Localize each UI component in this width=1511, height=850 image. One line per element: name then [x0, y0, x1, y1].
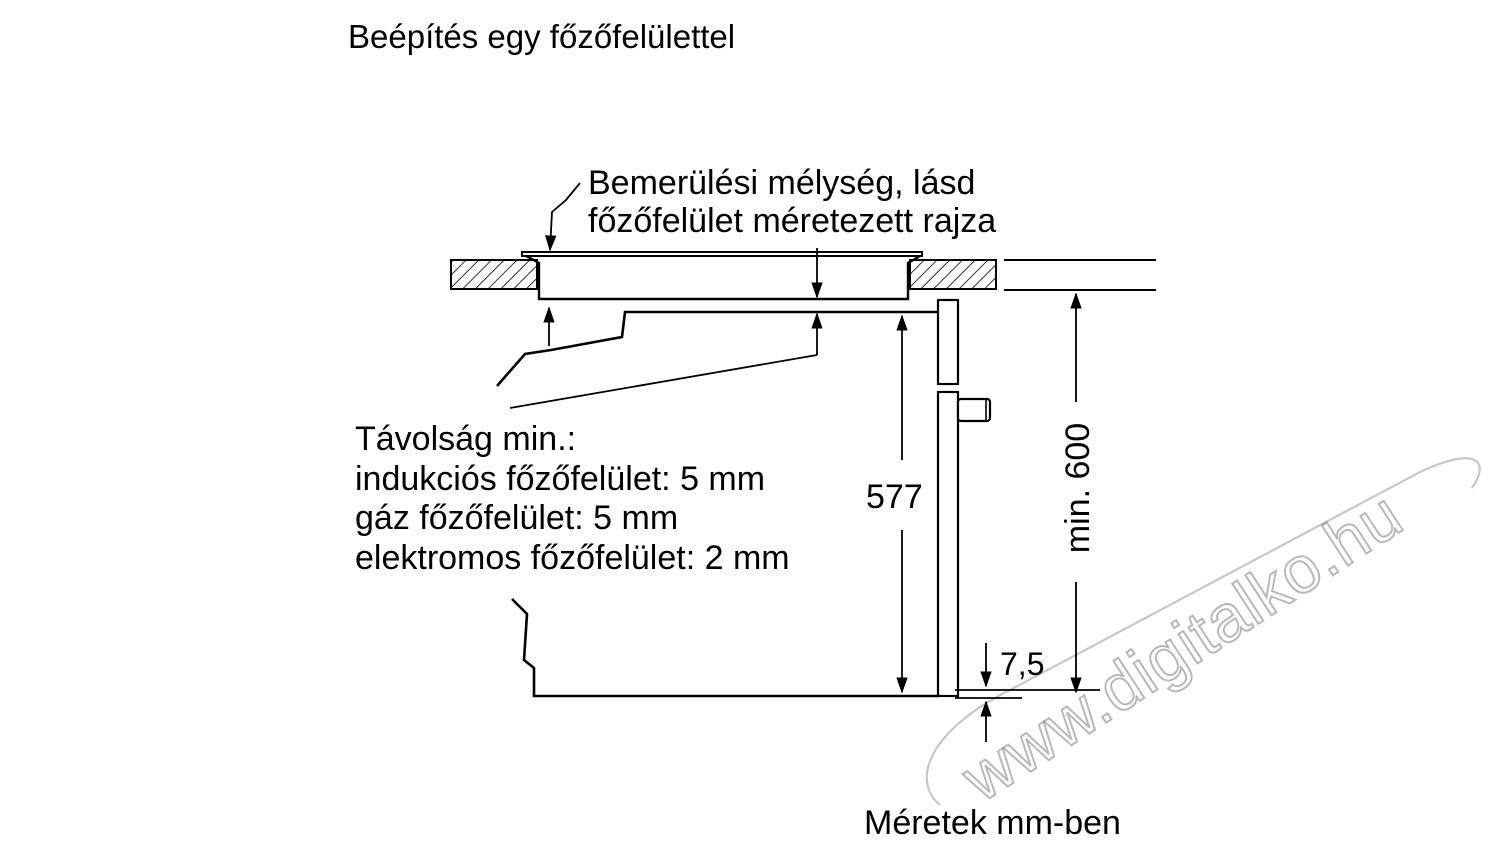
worktop-left — [450, 259, 538, 290]
depth-leader — [543, 182, 581, 346]
distance-callout-line-2: indukciós főzőfelület: 5 mm — [355, 459, 766, 498]
distance-callout-line-3: gáz főzőfelület: 5 mm — [355, 499, 679, 537]
niche-height-label: min. 600 — [1059, 422, 1097, 554]
depth-callout: Bemerülési mélység, lásd főzőfelület mér… — [588, 164, 996, 240]
oven-body — [496, 310, 938, 698]
oven-front — [936, 298, 992, 698]
depth-callout-line-1: Bemerülési mélység, lásd — [588, 164, 976, 202]
depth-callout-line-2: főzőfelület méretezett rajza — [588, 202, 997, 240]
bottom-offset-dimension — [955, 643, 1100, 742]
oven-height-label: 577 — [866, 478, 923, 516]
bottom-offset-label: 7,5 — [1000, 646, 1045, 682]
worktop-right — [909, 259, 997, 290]
diagram-title: Beépítés egy főzőfelülettel — [348, 18, 736, 55]
units-note: Méretek mm-ben — [864, 804, 1121, 842]
distance-callout: Távolság min.: indukciós főzőfelület: 5 … — [355, 420, 790, 578]
hob — [521, 251, 923, 301]
distance-callout-line-1: Távolság min.: — [355, 420, 577, 458]
gap-dimension — [509, 248, 823, 409]
worktop-continuation — [1004, 259, 1156, 291]
watermark-swoosh — [925, 457, 1481, 806]
distance-callout-line-4: elektromos főzőfelület: 2 mm — [355, 538, 790, 577]
